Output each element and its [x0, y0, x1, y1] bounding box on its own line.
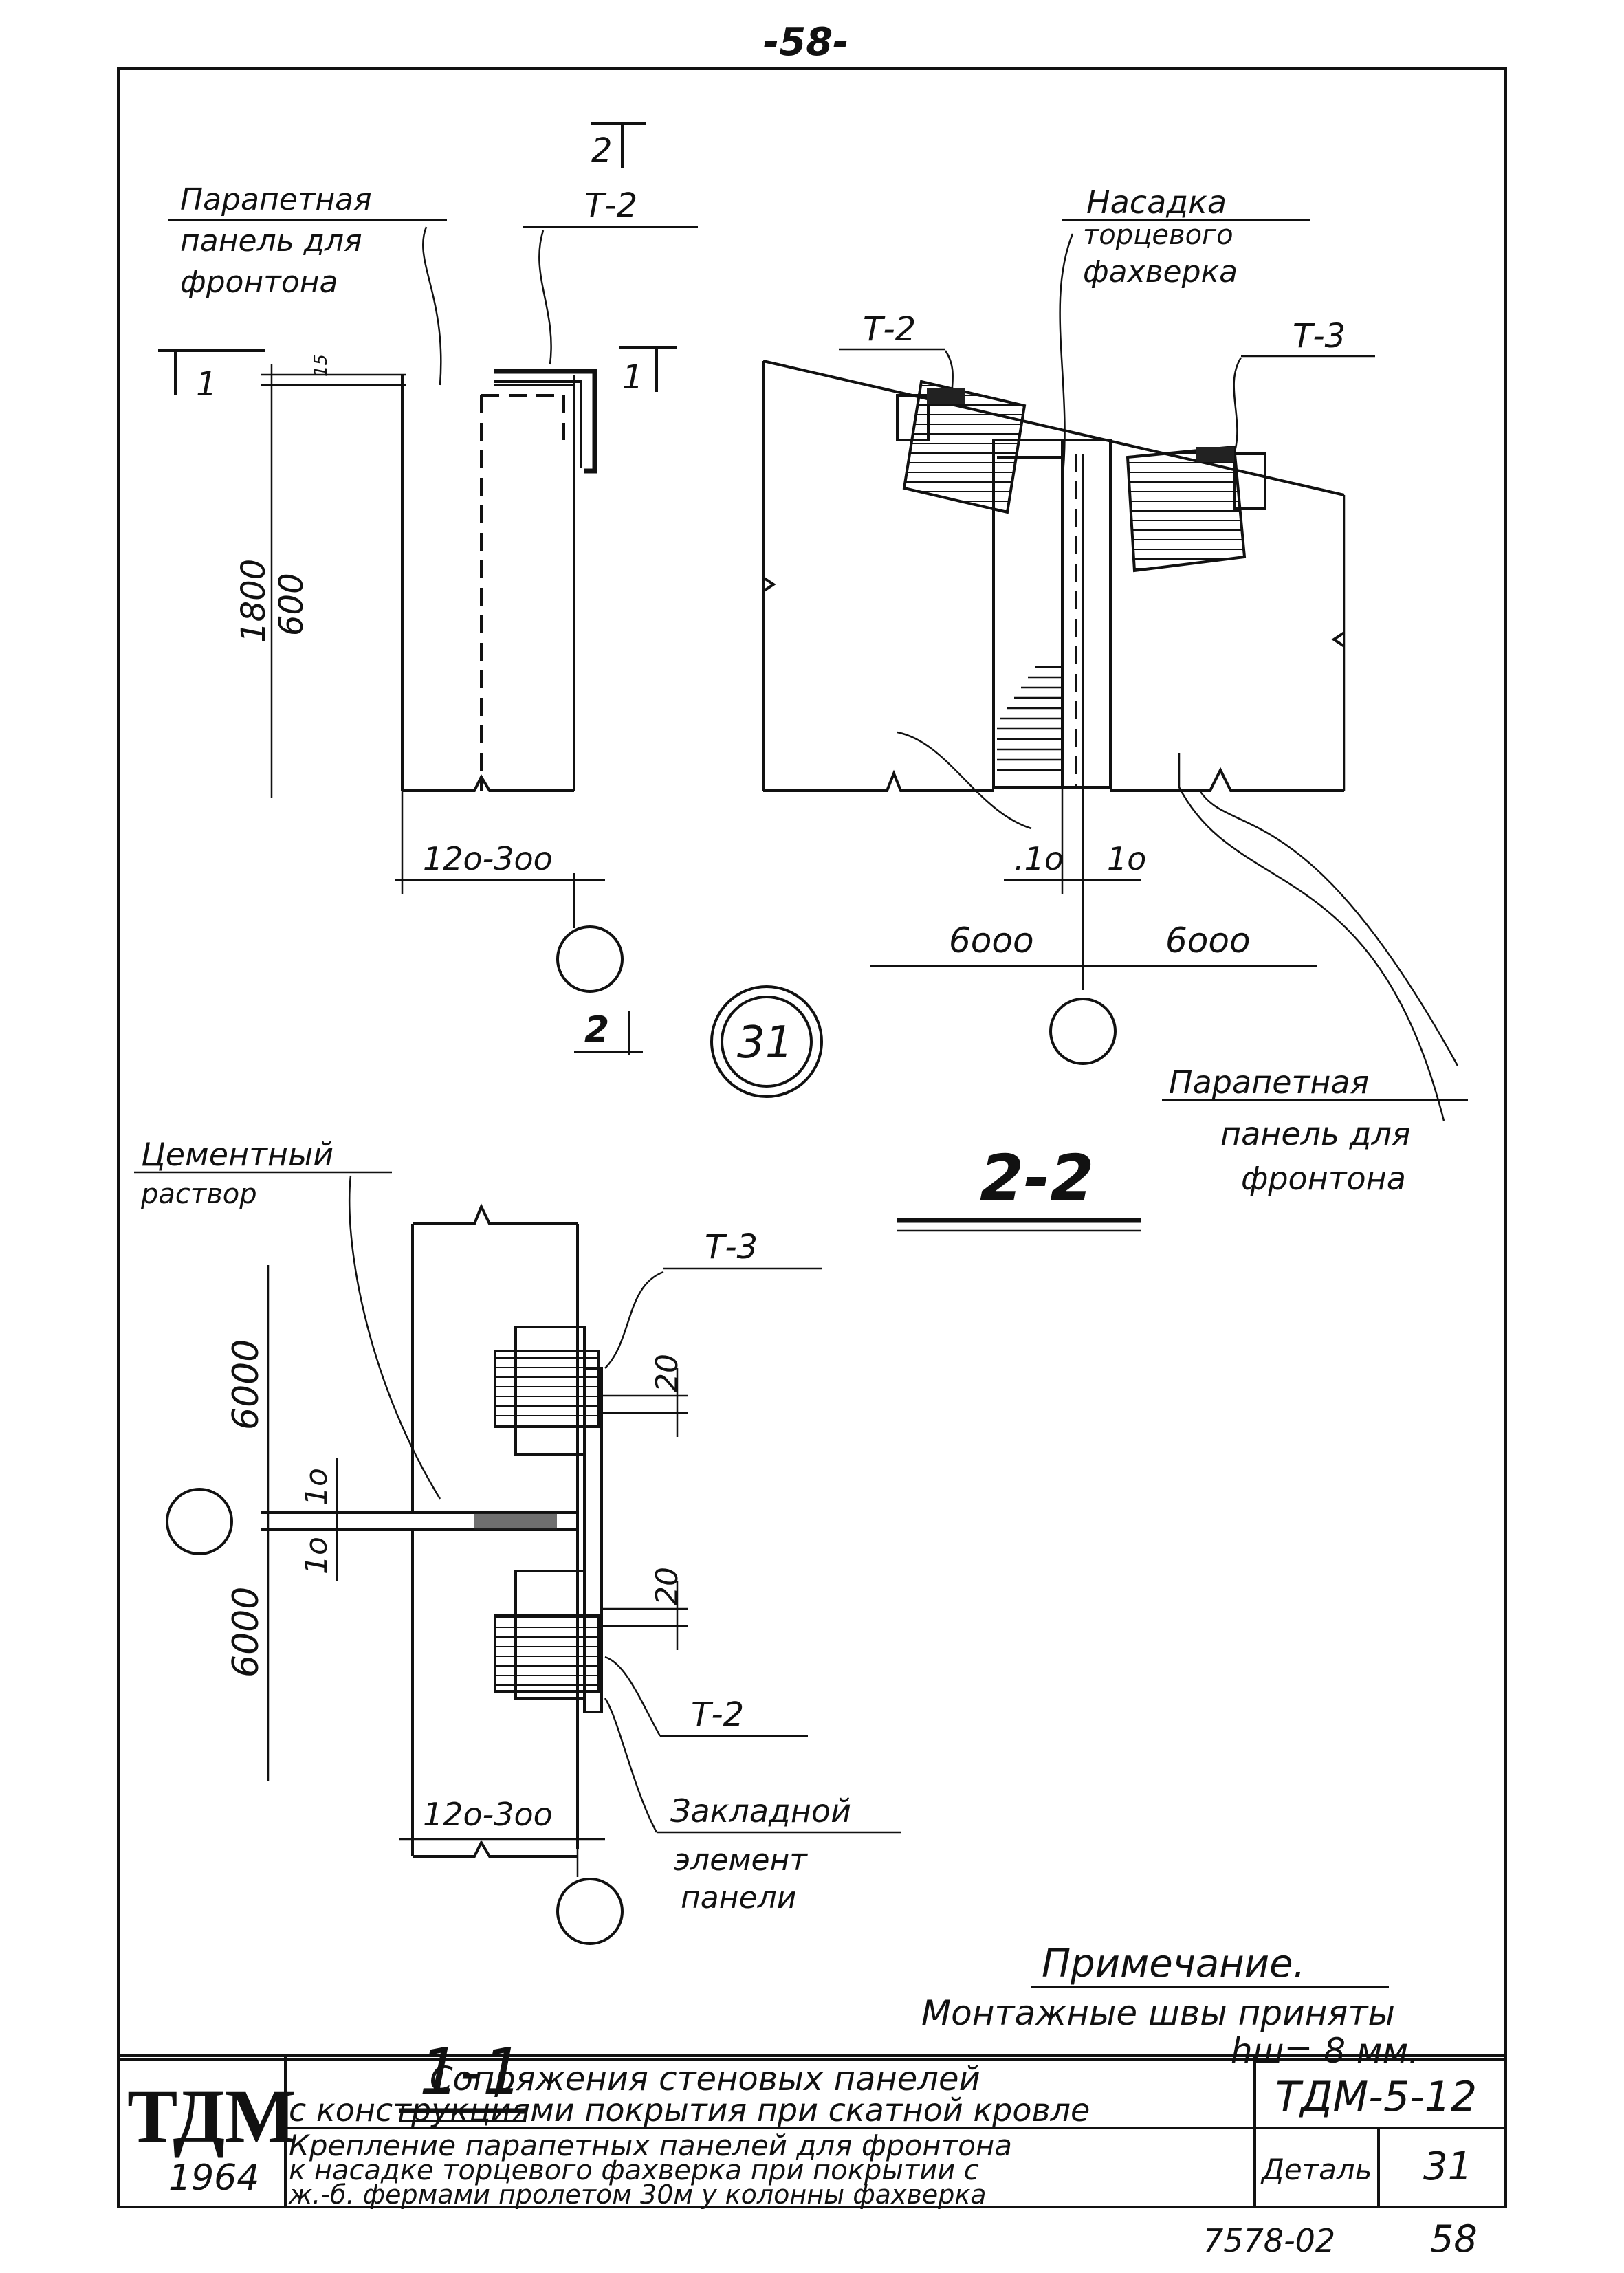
axis-bubble — [556, 1878, 624, 1945]
dim-6000-bottom: 6000 — [226, 1587, 267, 1678]
dim-10-b: 1о — [299, 1537, 334, 1574]
label-parapet-panel-line2: панель для — [180, 223, 362, 259]
svg-text:2: 2 — [584, 1009, 609, 1051]
label-parapet-panel: Парапетная — [1169, 1064, 1369, 1101]
section-2-marker-top: 2 — [591, 122, 646, 170]
series-code: ТДМ-5-12 — [1275, 2073, 1477, 2121]
tag-t2: Т-2 — [584, 186, 637, 225]
label-parapet-panel-line3: фронтона — [180, 265, 338, 300]
dim-20-a: 20 — [650, 1354, 685, 1392]
note-line2: hш= 8 мм. — [1231, 2031, 1419, 2071]
svg-text:31: 31 — [737, 1018, 793, 1068]
dim-20-b: 20 — [650, 1567, 685, 1605]
block-t3 — [494, 1326, 600, 1456]
svg-text:1: 1 — [622, 358, 644, 397]
label-embedded: Закладной — [670, 1792, 851, 1830]
svg-text:2: 2 — [591, 131, 613, 170]
dim-span-right: 6ооо — [1165, 921, 1251, 960]
section-1-1: Цементный раствор Т-3 Т-2 — [134, 1136, 901, 2122]
tag-t3: Т-3 — [1293, 317, 1346, 355]
tag-t2: Т-2 — [863, 310, 916, 349]
title-line2: с конструкциями покрытия при скатной кро… — [289, 2091, 1090, 2129]
section-2-2: Насадка торцевого фахверка Т-2 Т-3 — [762, 184, 1468, 1232]
title-line1: Сопряжения стеновых панелей — [430, 2060, 980, 2098]
tag-t2: Т-2 — [691, 1695, 744, 1734]
sub-line1: Крепление парапетных панелей для фронтон… — [289, 2129, 1012, 2162]
label-nasadka-line3: фахверка — [1083, 254, 1238, 289]
dim-height-1800: 1800 — [234, 559, 273, 643]
org-year: 1964 — [168, 2157, 259, 2199]
section-1-marker-right: 1 — [619, 346, 677, 397]
label-parapet-panel: Парапетная — [180, 182, 372, 217]
label-nasadka: Насадка — [1086, 184, 1227, 221]
sheet-frame — [117, 67, 1507, 2208]
dim-10-right: 1о — [1107, 840, 1146, 877]
note: Примечание. Монтажные швы приняты hш= 8 … — [921, 1942, 1419, 2071]
dim-width: 12о-3оо — [423, 840, 553, 877]
org-logo: ТДМ — [127, 2074, 296, 2158]
page-number: -58- — [763, 20, 848, 65]
section-title-2-2: 2-2 — [980, 1141, 1094, 1215]
label-nasadka-line2: торцевого — [1083, 219, 1233, 251]
dim-10-a: 1о — [299, 1468, 334, 1506]
label-mortar: Цементный — [141, 1136, 333, 1173]
tag-t3: Т-3 — [705, 1228, 758, 1266]
label-embedded-line2: элемент — [674, 1843, 808, 1878]
label-parapet-panel-line3: фронтона — [1241, 1160, 1406, 1197]
section-title-1-1: 1-1 — [419, 2035, 523, 2109]
sheet-number: 58 — [1430, 2217, 1478, 2261]
axis-bubble — [556, 925, 624, 993]
label-embedded-line3: панели — [681, 1880, 796, 1915]
archive-number: 7578-02 — [1203, 2222, 1335, 2259]
dim-width: 12о-3оо — [423, 1796, 553, 1833]
nasadka-block-left — [896, 380, 1027, 514]
detail-label: Деталь — [1260, 2153, 1372, 2186]
sub-line2: к насадке торцевого фахверка при покрыти… — [289, 2155, 979, 2186]
label-mortar-line2: раствор — [140, 1178, 257, 1210]
dim-15: 15 — [311, 354, 331, 377]
title-block: ТДМ 1964 Сопряжения стеновых панелей с к… — [118, 2054, 1506, 2210]
note-line1: Монтажные швы приняты — [921, 1993, 1395, 2033]
axis-bubble — [166, 1488, 233, 1555]
nasadka-block-right — [1126, 445, 1266, 573]
block-t2 — [494, 1570, 600, 1700]
sub-line3: ж.-б. фермами пролетом 30м у колонны фах… — [288, 2179, 987, 2210]
section-1-marker-left: 1 — [158, 349, 265, 404]
label-parapet-panel-line2: панель для — [1220, 1115, 1411, 1152]
view-left: 2 Парапетная панель для фронтона Т-2 1 1 — [158, 122, 823, 1098]
svg-text:1: 1 — [196, 365, 217, 404]
dim-height-600: 600 — [272, 573, 311, 636]
detail-number: 31 — [1423, 2144, 1472, 2189]
section-2-marker-bottom: 2 — [574, 1009, 643, 1055]
detail-mark: 31 — [710, 985, 823, 1098]
dim-6000-top: 6000 — [226, 1339, 267, 1430]
dim-10-left: .1о — [1014, 840, 1064, 877]
note-heading: Примечание. — [1042, 1942, 1305, 1986]
dim-span-left: 6ооо — [949, 921, 1034, 960]
post-shading — [997, 666, 1062, 771]
axis-bubble — [1049, 998, 1117, 1065]
